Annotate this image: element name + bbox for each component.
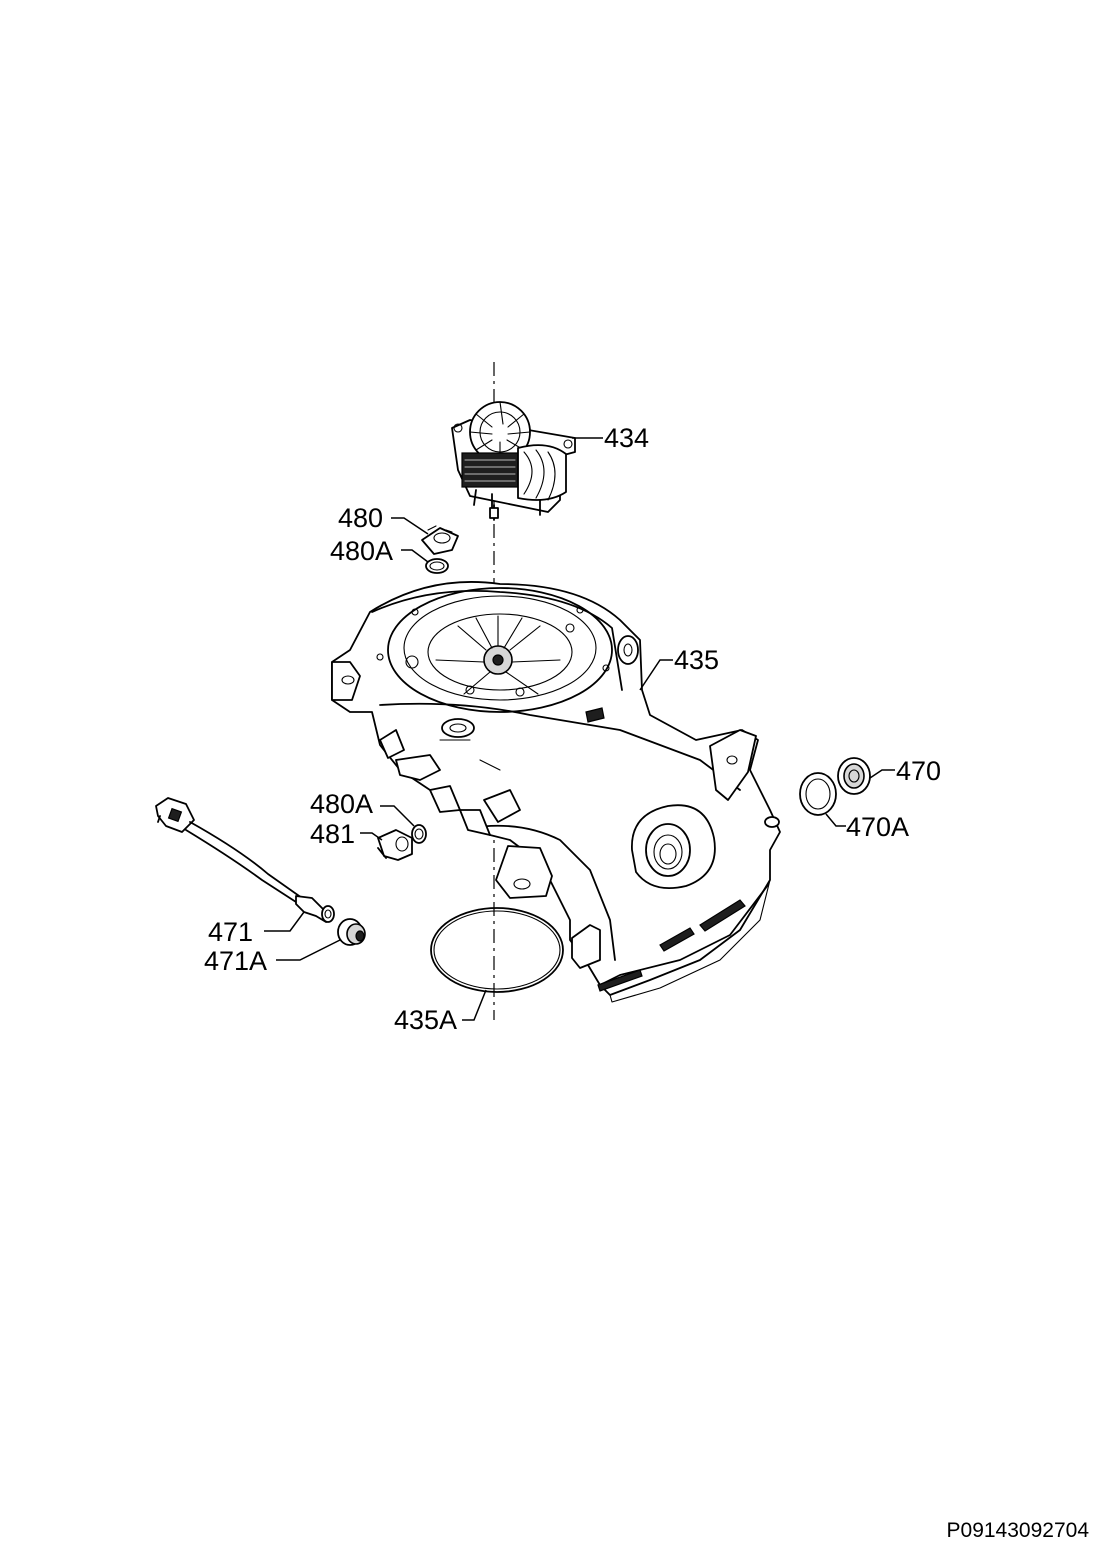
leader-480a-top xyxy=(401,549,429,563)
part-434-fan-motor[interactable] xyxy=(451,401,576,521)
part-435-fan-housing[interactable] xyxy=(331,581,781,1003)
label-434: 434 xyxy=(604,423,649,453)
part-480a-oring-mid[interactable] xyxy=(411,824,427,844)
label-480a-mid: 480A xyxy=(310,789,373,819)
leader-481 xyxy=(360,832,383,841)
leader-470a xyxy=(825,813,846,827)
document-code: P09143092704 xyxy=(947,1519,1090,1542)
part-480a-oring-top[interactable] xyxy=(425,558,449,574)
label-470a: 470A xyxy=(846,812,909,842)
leader-470 xyxy=(869,769,895,779)
leader-480a-mid xyxy=(380,805,415,827)
label-471a: 471A xyxy=(204,946,267,976)
label-481: 481 xyxy=(310,819,355,849)
part-470a-ring[interactable] xyxy=(799,772,837,816)
part-480-sensor[interactable] xyxy=(421,525,459,555)
label-471: 471 xyxy=(208,917,253,947)
label-470: 470 xyxy=(896,756,941,786)
leader-480 xyxy=(391,517,429,535)
label-435a: 435A xyxy=(394,1005,457,1035)
leader-435 xyxy=(639,659,673,691)
leader-435a xyxy=(462,989,487,1021)
label-435: 435 xyxy=(674,645,719,675)
part-471-sensor-cable[interactable] xyxy=(155,797,335,923)
label-480a-top: 480A xyxy=(330,536,393,566)
leader-471 xyxy=(264,911,305,932)
part-471a-grommet[interactable] xyxy=(337,918,366,946)
part-470-bushing[interactable] xyxy=(837,757,871,795)
label-480: 480 xyxy=(338,503,383,533)
part-481-sensor[interactable] xyxy=(377,829,413,861)
part-435a-gasket[interactable] xyxy=(430,907,564,993)
leader-471a xyxy=(276,939,341,961)
